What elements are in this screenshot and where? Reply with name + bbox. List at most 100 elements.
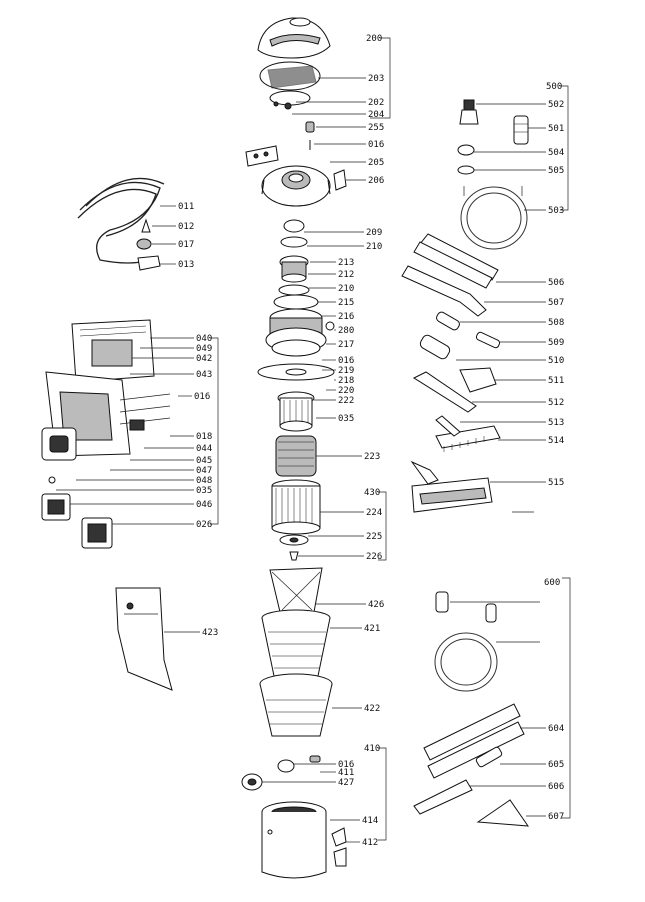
- label-026: 026: [196, 520, 212, 530]
- label-606: 606: [548, 782, 564, 792]
- label-226: 226: [366, 552, 382, 562]
- floor-tool-607-part: [476, 799, 530, 827]
- label-280: 280: [338, 326, 354, 336]
- filter-bag-part: [115, 587, 173, 691]
- label-607: 607: [548, 812, 564, 822]
- fan-housing-part: [265, 308, 335, 357]
- label-225: 225: [366, 532, 382, 542]
- label-203: 203: [368, 74, 384, 84]
- label-011: 011: [178, 202, 194, 212]
- filter-cap-part: [279, 534, 309, 561]
- label-604: 604: [548, 724, 564, 734]
- label-512: 512: [548, 398, 564, 408]
- label-045: 045: [196, 456, 212, 466]
- switch-cover-026-part: [81, 517, 113, 549]
- label-505: 505: [548, 166, 564, 176]
- cartridge-filter-part: [271, 479, 321, 535]
- label-040: 040: [196, 334, 212, 344]
- label-426: 426: [368, 600, 384, 610]
- terminal-block-part: [245, 145, 279, 167]
- label-508: 508: [548, 318, 564, 328]
- hose-600-part: [434, 632, 498, 692]
- label-506: 506: [548, 278, 564, 288]
- filter-cage-part: [277, 391, 315, 432]
- label-509: 509: [548, 338, 564, 348]
- adapter-510-part: [419, 334, 451, 360]
- label-017: 017: [178, 240, 194, 250]
- label-216: 216: [338, 312, 354, 322]
- motor-unit-part: [259, 61, 321, 110]
- label-049: 049: [196, 344, 212, 354]
- label-430: 430: [364, 488, 380, 498]
- floor-brush-514-part: [435, 415, 501, 452]
- floor-nozzle-515-part: [410, 460, 493, 513]
- label-223: 223: [364, 452, 380, 462]
- label-202: 202: [368, 98, 384, 108]
- adapter-502-part: [459, 99, 479, 125]
- label-427: 427: [338, 778, 354, 788]
- small-parts-410-part: [241, 755, 321, 791]
- label-414: 414: [362, 816, 378, 826]
- label-013: 013: [178, 260, 194, 270]
- tube-604-part: [423, 703, 525, 779]
- label-215: 215: [338, 298, 354, 308]
- power-cord-part: [77, 177, 165, 264]
- label-514: 514: [548, 436, 564, 446]
- nozzle-509-part: [475, 331, 501, 349]
- tank-body-part: [261, 801, 347, 879]
- motor-cover-part: [257, 17, 331, 59]
- fastener-part: [305, 121, 315, 150]
- label-206: 206: [368, 176, 384, 186]
- switch-cover-046-part: [41, 493, 71, 521]
- label-048: 048: [196, 476, 212, 486]
- label-212: 212: [338, 270, 354, 280]
- cord-accessories-part: [136, 218, 161, 271]
- leader-lines: [56, 37, 571, 843]
- switch-board-part: [71, 319, 155, 383]
- label-210-b: 210: [338, 284, 354, 294]
- label-035-b: 035: [196, 486, 212, 496]
- hose-503-part: [460, 186, 528, 250]
- crevice-tool-606-part: [413, 779, 473, 815]
- label-500: 500: [546, 82, 562, 92]
- label-600: 600: [544, 578, 560, 588]
- seal-stack-part: [273, 219, 319, 310]
- label-018: 018: [196, 432, 212, 442]
- ring-504-part: [457, 144, 475, 156]
- label-016-d: 016: [194, 392, 210, 402]
- label-513: 513: [548, 418, 564, 428]
- gasket-ring-part: [257, 363, 335, 381]
- label-016-b: 016: [338, 356, 354, 366]
- label-423: 423: [202, 628, 218, 638]
- label-200: 200: [366, 34, 382, 44]
- container-422-part: [259, 673, 333, 737]
- label-205: 205: [368, 158, 384, 168]
- label-210-a: 210: [366, 242, 382, 252]
- nozzle-605-part: [475, 746, 503, 768]
- label-502: 502: [548, 100, 564, 110]
- label-012: 012: [178, 222, 194, 232]
- label-042: 042: [196, 354, 212, 364]
- foam-filter-part: [275, 435, 317, 477]
- tube-506-part: [413, 233, 499, 289]
- label-209: 209: [366, 228, 382, 238]
- label-507: 507: [548, 298, 564, 308]
- label-217: 217: [338, 340, 354, 350]
- label-511: 511: [548, 376, 564, 386]
- label-044: 044: [196, 444, 212, 454]
- label-510: 510: [548, 356, 564, 366]
- label-043: 043: [196, 370, 212, 380]
- label-501: 501: [548, 124, 564, 134]
- label-047: 047: [196, 466, 212, 476]
- switch-knob-part: [41, 427, 77, 461]
- adapter-600-part: [435, 591, 497, 623]
- container-421-part: [261, 609, 331, 677]
- label-204: 204: [368, 110, 384, 120]
- label-421: 421: [364, 624, 380, 634]
- ring-505-part: [457, 165, 475, 175]
- small-screw-part: [48, 476, 56, 484]
- basket-frame-part: [269, 567, 323, 613]
- handle-507-part: [401, 265, 487, 317]
- nozzle-508-part: [436, 311, 460, 331]
- label-411: 411: [338, 768, 354, 778]
